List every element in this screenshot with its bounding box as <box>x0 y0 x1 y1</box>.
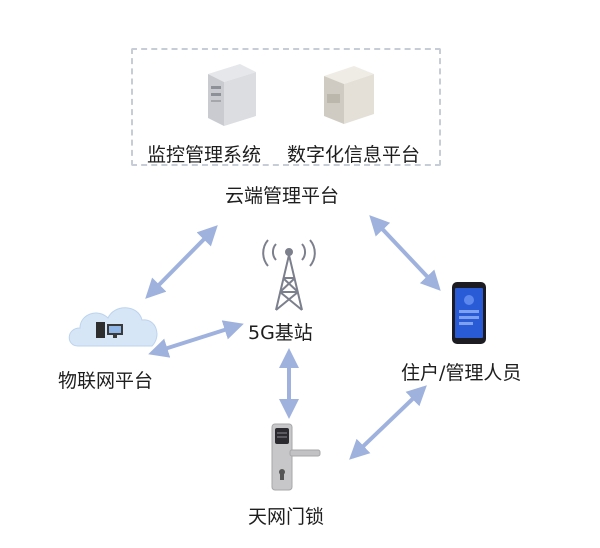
signal-tower-icon <box>262 239 316 311</box>
door-lock-icon <box>271 423 321 491</box>
arrow-cloud-to-iot <box>145 225 218 299</box>
cloud-platform-box <box>131 48 441 166</box>
arrow-lock-to-residents <box>349 385 427 460</box>
digital-platform-label: 数字化信息平台 <box>287 144 421 166</box>
server-icon <box>324 66 374 124</box>
residents-label: 住户/管理人员 <box>401 362 522 384</box>
iot-platform-label: 物联网平台 <box>58 370 154 392</box>
monitoring-system-label: 监控管理系统 <box>147 144 262 166</box>
lock-label: 天网门锁 <box>248 506 325 528</box>
cloud-computer-icon <box>68 307 158 347</box>
smartphone-icon <box>452 282 486 344</box>
cloud-platform-label: 云端管理平台 <box>225 185 340 207</box>
base-station-label: 5G基站 <box>248 322 313 344</box>
arrow-iot-to-base <box>148 320 244 358</box>
server-icon <box>208 64 256 126</box>
arrow-cloud-to-residents <box>369 215 441 291</box>
